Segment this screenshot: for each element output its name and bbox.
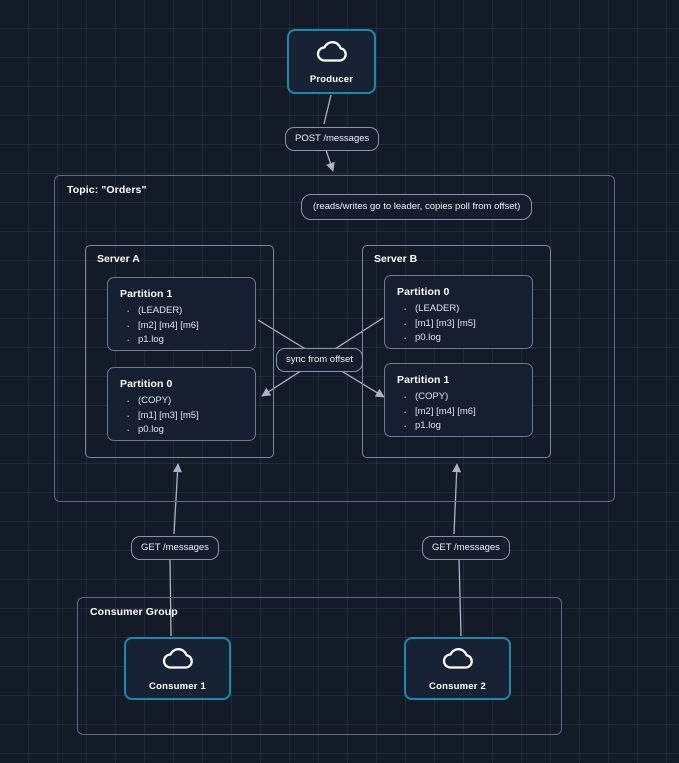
list-item: (COPY) xyxy=(120,393,243,409)
list-item: (LEADER) xyxy=(120,303,243,319)
partition-b-1-items: (COPY) [m2] [m4] [m6] p1.log xyxy=(397,389,520,434)
list-item: p1.log xyxy=(120,332,243,348)
topic-title: Topic: "Orders" xyxy=(67,184,147,196)
topic-container: Topic: "Orders" xyxy=(54,175,615,502)
list-item: [m1] [m3] [m5] xyxy=(397,316,520,332)
producer-label: Producer xyxy=(309,73,354,85)
list-item: p0.log xyxy=(120,422,243,438)
list-item: (LEADER) xyxy=(397,301,520,317)
list-item: [m2] [m4] [m6] xyxy=(120,318,243,334)
server-b-title: Server B xyxy=(374,253,418,265)
edge-label-get-messages-left: GET /messages xyxy=(131,536,219,560)
partition-a-1[interactable]: Partition 1 (LEADER) [m2] [m4] [m6] p1.l… xyxy=(107,277,256,351)
partition-a-1-title: Partition 1 xyxy=(120,288,173,300)
partition-a-0-title: Partition 0 xyxy=(120,378,173,390)
partition-b-0-items: (LEADER) [m1] [m3] [m5] p0.log xyxy=(397,301,520,346)
consumer-2-node[interactable]: Consumer 2 xyxy=(404,637,511,700)
consumer-group-container: Consumer Group xyxy=(77,597,562,735)
list-item: [m1] [m3] [m5] xyxy=(120,408,243,424)
cloud-icon xyxy=(314,39,350,68)
list-item: p0.log xyxy=(397,330,520,346)
consumer-1-label: Consumer 1 xyxy=(149,680,206,692)
partition-b-0[interactable]: Partition 0 (LEADER) [m1] [m3] [m5] p0.l… xyxy=(384,275,533,349)
partition-b-1[interactable]: Partition 1 (COPY) [m2] [m4] [m6] p1.log xyxy=(384,363,533,437)
server-b-box: Server B xyxy=(362,245,551,458)
consumer-group-title: Consumer Group xyxy=(90,606,178,618)
server-a-title: Server A xyxy=(97,253,140,265)
partition-a-1-items: (LEADER) [m2] [m4] [m6] p1.log xyxy=(120,303,243,348)
partition-b-1-title: Partition 1 xyxy=(397,374,450,386)
partition-a-0[interactable]: Partition 0 (COPY) [m1] [m3] [m5] p0.log xyxy=(107,367,256,441)
producer-node[interactable]: Producer xyxy=(287,29,376,94)
cloud-icon xyxy=(160,646,196,675)
list-item: (COPY) xyxy=(397,389,520,405)
edge-label-sync-from-offset: sync from offset xyxy=(276,348,363,372)
list-item: [m2] [m4] [m6] xyxy=(397,404,520,420)
server-a-box: Server A xyxy=(85,245,274,458)
partition-a-0-items: (COPY) [m1] [m3] [m5] p0.log xyxy=(120,393,243,438)
edge-label-get-messages-right: GET /messages xyxy=(422,536,510,560)
list-item: p1.log xyxy=(397,418,520,434)
cloud-icon xyxy=(440,646,476,675)
topic-note: (reads/writes go to leader, copies poll … xyxy=(301,194,533,220)
consumer-1-node[interactable]: Consumer 1 xyxy=(124,637,231,700)
edge-label-post-messages: POST /messages xyxy=(285,127,380,151)
consumer-2-label: Consumer 2 xyxy=(429,680,486,692)
partition-b-0-title: Partition 0 xyxy=(397,286,450,298)
